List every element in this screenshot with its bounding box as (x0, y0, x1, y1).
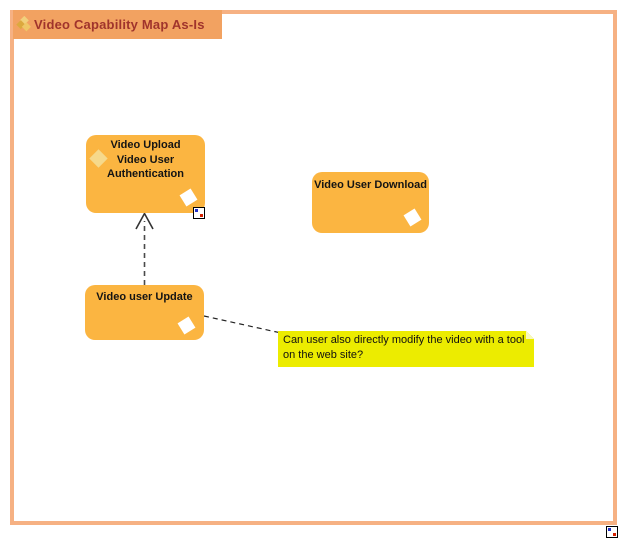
arrowhead-icon (135, 211, 154, 230)
capability-label: Video Upload (110, 139, 181, 151)
capability-box-video-upload[interactable]: Video Upload Video User Authentication (86, 135, 205, 213)
capability-diamond-icon (177, 316, 196, 335)
capability-label: Video user Update (96, 291, 193, 303)
marker-blue-dot (195, 209, 198, 212)
capability-box-video-user-update[interactable]: Video user Update (85, 285, 204, 340)
embedded-marker-icon[interactable] (606, 526, 618, 538)
note-text: Can user also directly modify the video … (283, 334, 525, 361)
note-connector[interactable] (203, 315, 282, 334)
diagram-title: Video Capability Map As-Is (34, 17, 205, 32)
capability-diamond-icon (403, 208, 422, 227)
diagram-title-bar[interactable]: Video Capability Map As-Is (13, 10, 222, 39)
capability-label-authentication: Video User Authentication (107, 154, 184, 181)
capability-map-icon (16, 16, 31, 32)
capability-label: Video User Download (314, 179, 427, 191)
marker-red-dot (613, 533, 616, 536)
capability-box-video-user-download[interactable]: Video User Download (312, 172, 429, 233)
marker-blue-dot (608, 528, 611, 531)
marker-red-dot (200, 214, 203, 217)
diagram-border (10, 10, 617, 525)
note-fold-corner-icon (526, 331, 534, 339)
capability-diamond-icon (179, 188, 198, 207)
sticky-note[interactable]: Can user also directly modify the video … (278, 331, 534, 367)
embedded-marker-icon[interactable] (193, 207, 205, 219)
